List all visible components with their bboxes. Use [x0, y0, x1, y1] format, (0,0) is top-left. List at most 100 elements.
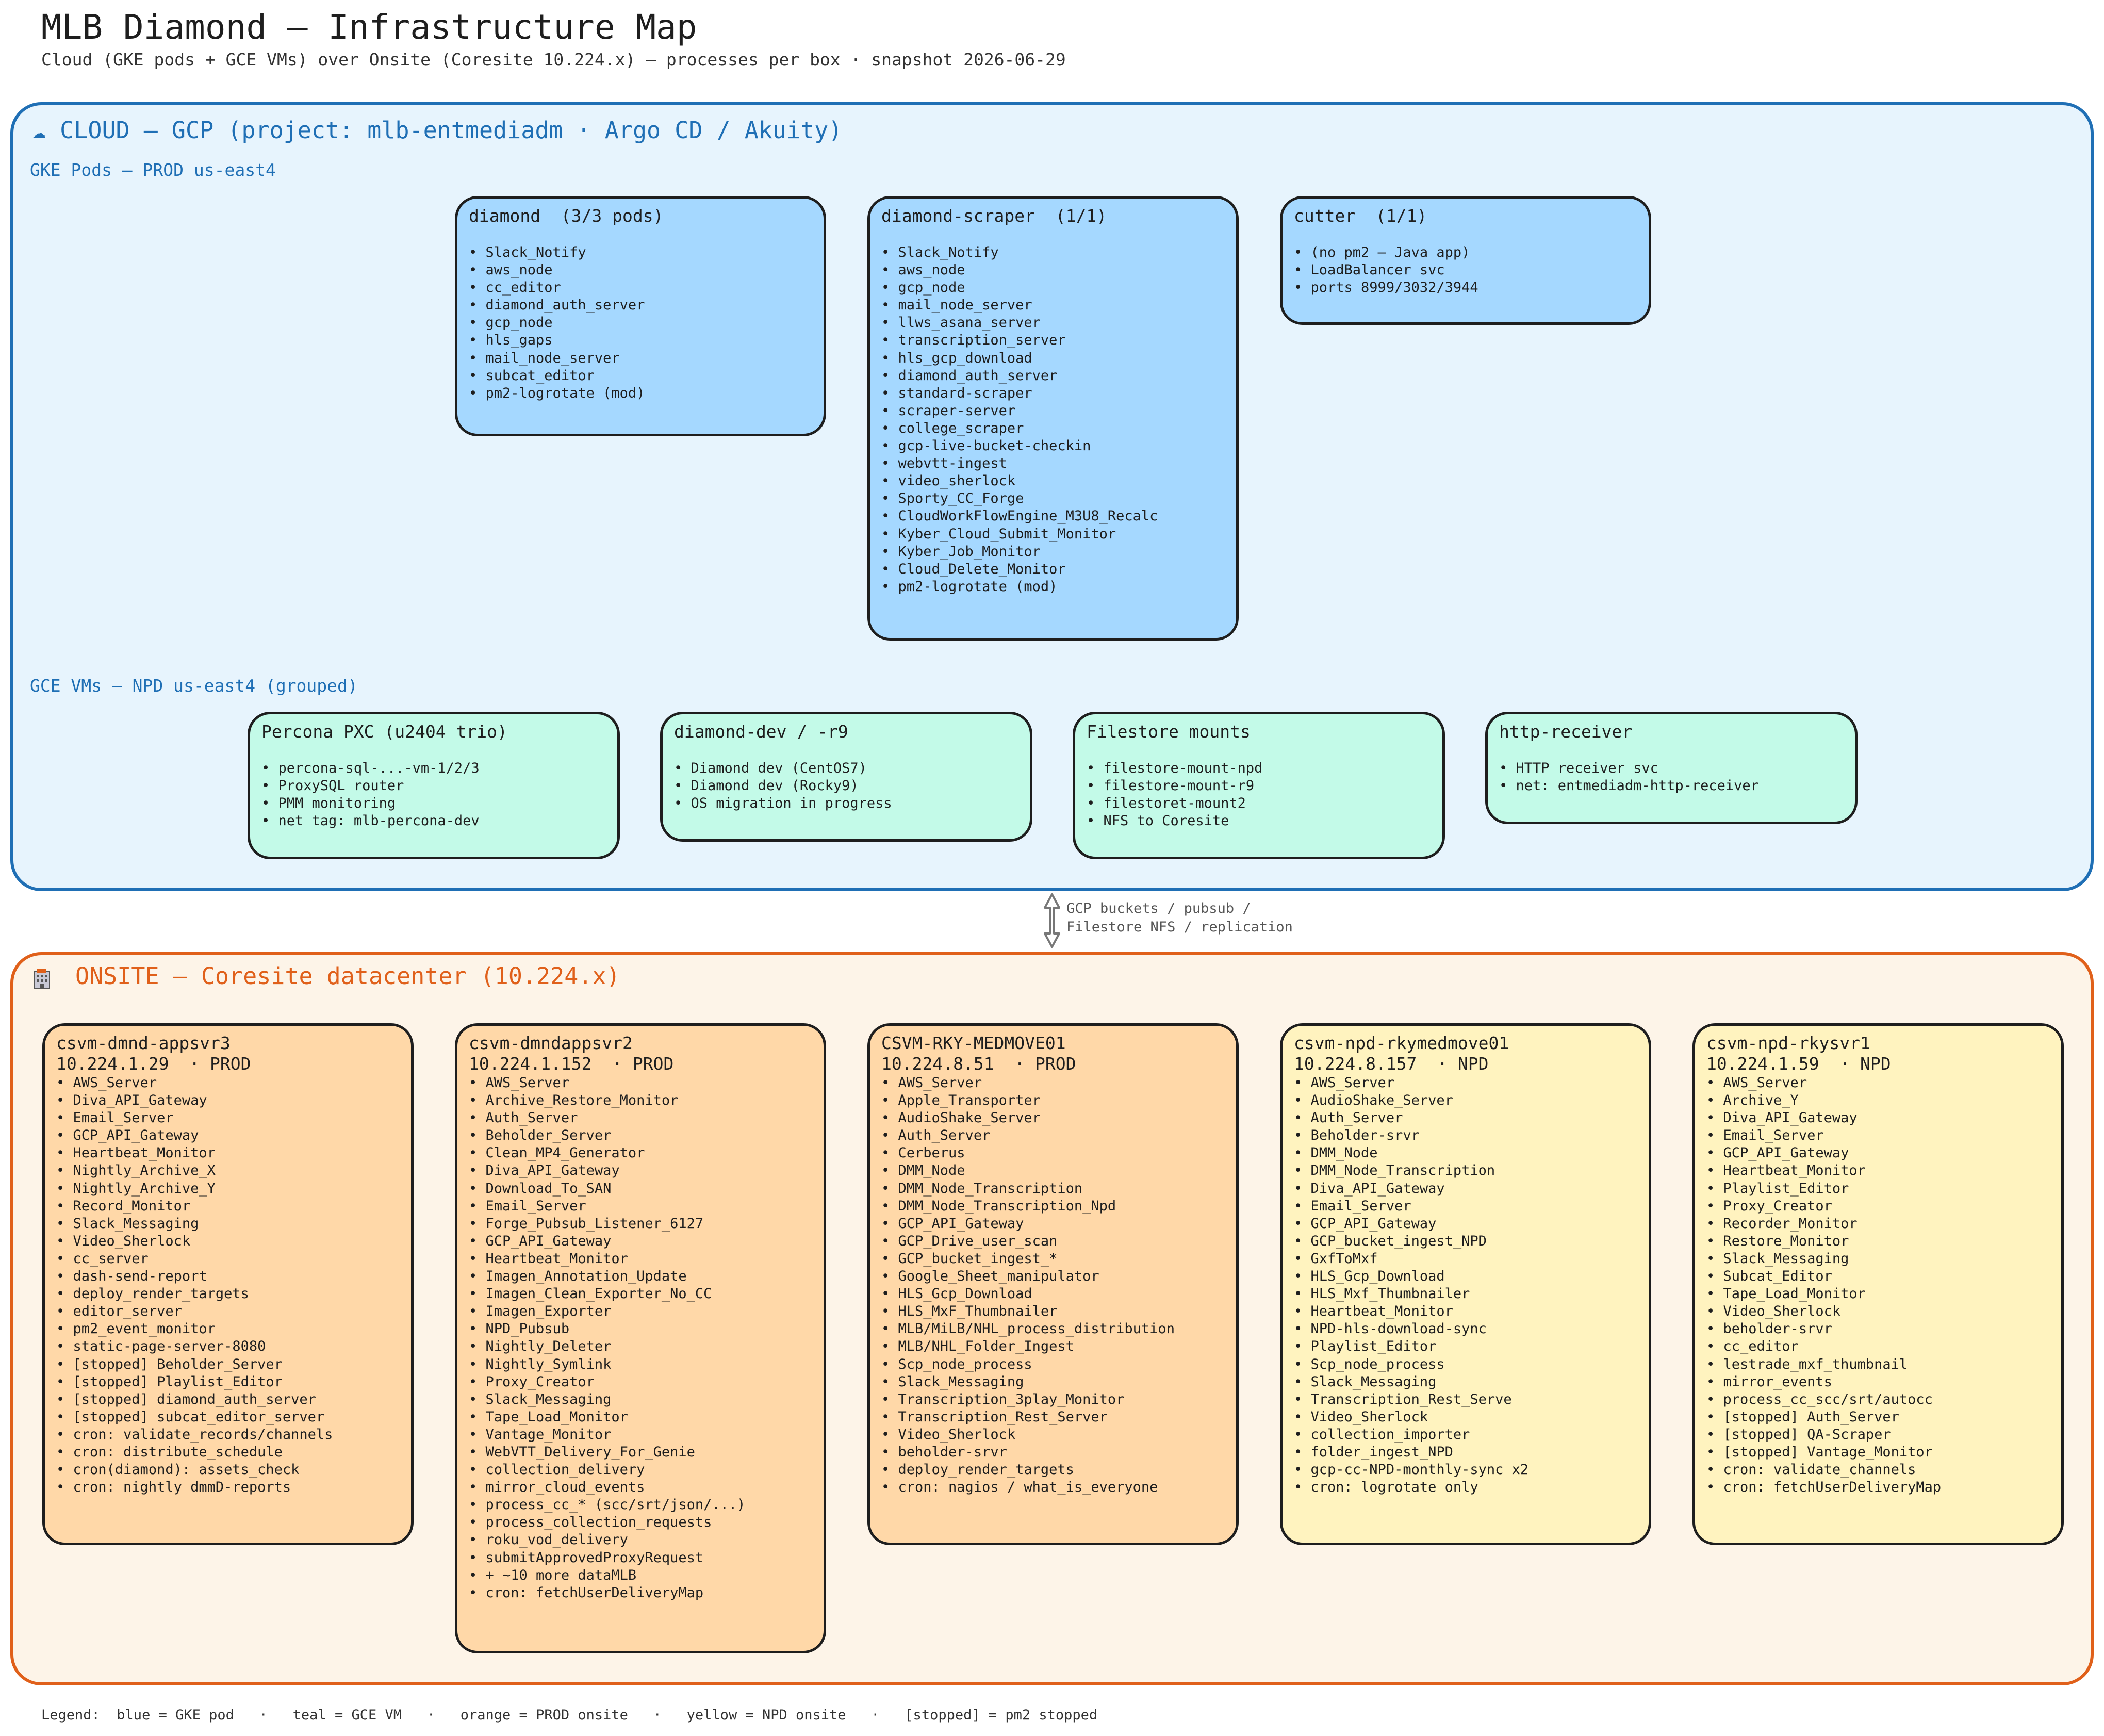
- process-item: filestoret-mount2: [1087, 795, 1431, 812]
- process-list: percona-sql-...-vm-1/2/3ProxySQL routerP…: [261, 760, 606, 830]
- process-item: collection_importer: [1294, 1426, 1637, 1444]
- building-icon: [34, 969, 50, 989]
- process-item: MLB/MiLB/NHL_process_distribution: [881, 1320, 1225, 1338]
- gke-pods-label: GKE Pods — PROD us-east4: [30, 160, 276, 180]
- process-item: DMM_Node: [881, 1162, 1225, 1180]
- process-item: Slack_Messaging: [469, 1391, 812, 1409]
- process-item: net tag: mlb-percona-dev: [261, 812, 606, 830]
- process-list: AWS_ServerDiva_API_GatewayEmail_ServerGC…: [56, 1074, 400, 1496]
- process-item: DMM_Node_Transcription_Npd: [881, 1198, 1225, 1215]
- process-item: transcription_server: [881, 332, 1225, 349]
- process-item: Email_Server: [1706, 1127, 2050, 1144]
- process-item: Email_Server: [56, 1109, 400, 1127]
- process-item: diamond_auth_server: [881, 367, 1225, 385]
- process-item: Proxy_Creator: [469, 1373, 812, 1391]
- vm-box-filestore: Filestore mounts filestore-mount-npdfile…: [1073, 712, 1445, 859]
- process-item: HLS_MxF_Thumbnailer: [881, 1303, 1225, 1320]
- vm-box-http-receiver: http-receiver HTTP receiver svcnet: entm…: [1485, 712, 1858, 824]
- process-item: [stopped] Beholder_Server: [56, 1356, 400, 1373]
- server-name: csvm-dmndappsvr2: [469, 1033, 633, 1053]
- process-item: webvtt-ingest: [881, 455, 1225, 472]
- process-item: mirror_cloud_events: [469, 1479, 812, 1496]
- process-item: scraper-server: [881, 402, 1225, 420]
- process-item: Kyber_Cloud_Submit_Monitor: [881, 526, 1225, 543]
- process-item: Tape_Load_Monitor: [1706, 1285, 2050, 1303]
- process-item: Scp_node_process: [881, 1356, 1225, 1373]
- vm-box-diamond-dev: diamond-dev / -r9 Diamond dev (CentOS7)D…: [660, 712, 1032, 842]
- process-list: HTTP receiver svcnet: entmediadm-http-re…: [1499, 760, 1844, 795]
- process-item: Archive_Restore_Monitor: [469, 1092, 812, 1109]
- process-item: filestore-mount-npd: [1087, 760, 1431, 777]
- server-ip: 10.224.1.29 · PROD: [56, 1054, 251, 1074]
- process-item: net: entmediadm-http-receiver: [1499, 777, 1844, 795]
- process-list: AWS_ServerAudioShake_ServerAuth_ServerBe…: [1294, 1074, 1637, 1496]
- process-item: DMM_Node_Transcription: [881, 1180, 1225, 1198]
- process-item: Subcat_Editor: [1706, 1268, 2050, 1285]
- process-list: Slack_Notifyaws_nodecc_editordiamond_aut…: [469, 244, 812, 402]
- process-item: Diamond dev (Rocky9): [674, 777, 1018, 795]
- process-item: [stopped] Auth_Server: [1706, 1409, 2050, 1426]
- process-item: lestrade_mxf_thumbnail: [1706, 1356, 2050, 1373]
- process-item: Imagen_Clean_Exporter_No_CC: [469, 1285, 812, 1303]
- process-item: mail_node_server: [881, 297, 1225, 314]
- process-item: cron: validate_channels: [1706, 1461, 2050, 1479]
- server-ip: 10.224.1.152 · PROD: [469, 1054, 674, 1074]
- process-item: Scp_node_process: [1294, 1356, 1637, 1373]
- process-item: HLS_Mxf_Thumbnailer: [1294, 1285, 1637, 1303]
- process-item: Slack_Messaging: [1294, 1373, 1637, 1391]
- process-item: Email_Server: [469, 1198, 812, 1215]
- process-item: Transcription_Rest_Serve: [1294, 1391, 1637, 1409]
- process-item: aws_node: [469, 261, 812, 279]
- connector-label: GCP buckets / pubsub / Filestore NFS / r…: [1066, 900, 1293, 935]
- server-name: CSVM-RKY-MEDMOVE01: [881, 1033, 1066, 1053]
- gce-vms-label: GCE VMs — NPD us-east4 (grouped): [30, 676, 358, 696]
- process-item: Kyber_Job_Monitor: [881, 543, 1225, 561]
- onsite-section-title: ONSITE — Coresite datacenter (10.224.x): [75, 962, 620, 990]
- process-item: DMM_Node: [1294, 1144, 1637, 1162]
- page-subtitle: Cloud (GKE pods + GCE VMs) over Onsite (…: [41, 50, 1066, 70]
- process-item: Tape_Load_Monitor: [469, 1409, 812, 1426]
- process-list: AWS_ServerApple_TransporterAudioShake_Se…: [881, 1074, 1225, 1496]
- process-item: gcp-live-bucket-checkin: [881, 437, 1225, 455]
- process-item: Clean_MP4_Generator: [469, 1144, 812, 1162]
- process-item: cron: nightly dmmD-reports: [56, 1479, 400, 1496]
- process-item: Record_Monitor: [56, 1198, 400, 1215]
- process-item: Heartbeat_Monitor: [1294, 1303, 1637, 1320]
- process-item: Nightly_Deleter: [469, 1338, 812, 1355]
- process-item: Diamond dev (CentOS7): [674, 760, 1018, 777]
- server-box-csvm-dmndappsvr2: csvm-dmndappsvr2 10.224.1.152 · PROD AWS…: [455, 1023, 826, 1653]
- pod-title: cutter (1/1): [1294, 206, 1427, 226]
- process-item: AWS_Server: [881, 1074, 1225, 1092]
- pod-title: diamond (3/3 pods): [469, 206, 664, 226]
- process-item: pm2-logrotate (mod): [881, 578, 1225, 596]
- process-item: HTTP receiver svc: [1499, 760, 1844, 777]
- process-item: Slack_Messaging: [56, 1215, 400, 1233]
- process-item: cron: fetchUserDeliveryMap: [469, 1584, 812, 1602]
- process-item: + ~10 more dataMLB: [469, 1567, 812, 1584]
- process-item: Video_Sherlock: [1294, 1409, 1637, 1426]
- process-item: GCP_API_Gateway: [881, 1215, 1225, 1233]
- process-item: NPD_Pubsub: [469, 1320, 812, 1338]
- process-list: Diamond dev (CentOS7)Diamond dev (Rocky9…: [674, 760, 1018, 812]
- process-item: Auth_Server: [1294, 1109, 1637, 1127]
- process-item: llws_asana_server: [881, 314, 1225, 332]
- bidirectional-arrow-icon: [1044, 893, 1060, 948]
- server-name: csvm-npd-rkymedmove01: [1294, 1033, 1509, 1053]
- process-item: Transcription_Rest_Server: [881, 1409, 1225, 1426]
- process-list: AWS_ServerArchive_YDiva_API_GatewayEmail…: [1706, 1074, 2050, 1496]
- process-item: [stopped] QA-Scraper: [1706, 1426, 2050, 1444]
- process-item: college_scraper: [881, 420, 1225, 437]
- process-item: Recorder_Monitor: [1706, 1215, 2050, 1233]
- process-item: Nightly_Archive_Y: [56, 1180, 400, 1198]
- process-item: percona-sql-...-vm-1/2/3: [261, 760, 606, 777]
- process-item: dash-send-report: [56, 1268, 400, 1285]
- process-item: GCP_API_Gateway: [469, 1233, 812, 1250]
- process-item: process_cc_scc/srt/autocc: [1706, 1391, 2050, 1409]
- process-item: GCP_Drive_user_scan: [881, 1233, 1225, 1250]
- server-box-csvm-npd-rkysvr1: csvm-npd-rkysvr1 10.224.1.59 · NPD AWS_S…: [1692, 1023, 2064, 1545]
- process-item: cc_editor: [469, 279, 812, 297]
- process-item: Slack_Messaging: [881, 1373, 1225, 1391]
- pod-box-cutter: cutter (1/1) (no pm2 — Java app)LoadBala…: [1280, 196, 1651, 325]
- process-list: Slack_Notifyaws_nodegcp_nodemail_node_se…: [881, 244, 1225, 596]
- process-item: Apple_Transporter: [881, 1092, 1225, 1109]
